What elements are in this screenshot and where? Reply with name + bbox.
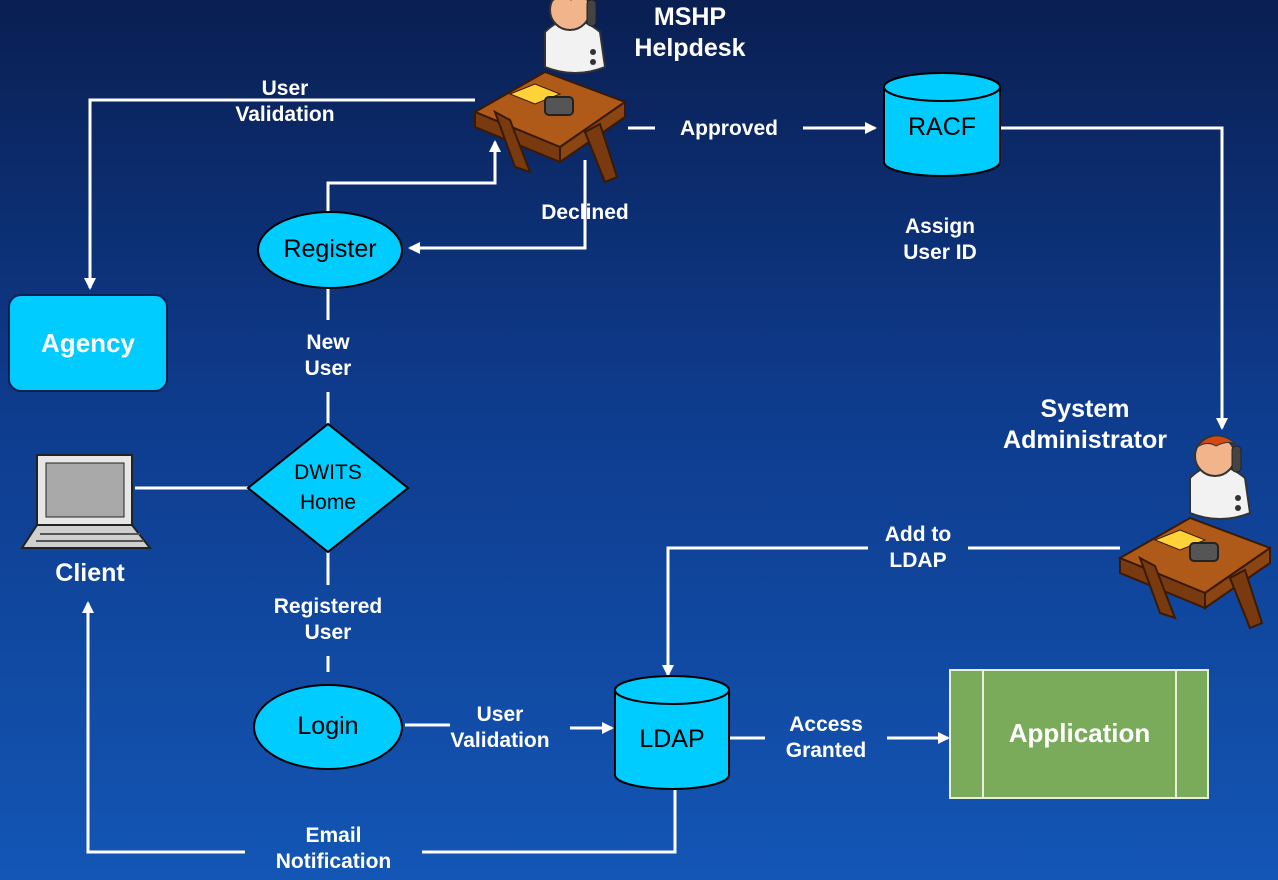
edge-label-new-user: New User: [278, 330, 378, 382]
edge-declined: [408, 160, 587, 254]
dwits-label: DWITS Home: [268, 458, 388, 518]
register-node: [257, 211, 403, 289]
client-label: Client: [55, 559, 125, 587]
edge-label-assign-user-id: Assign User ID: [880, 214, 1000, 266]
edge-label-access-2: Granted: [785, 739, 867, 762]
edge-label-user-validation-bottom-2: Validation: [450, 729, 550, 752]
edge-label-assign-1: Assign: [904, 215, 975, 238]
application-label: Application: [1008, 718, 1151, 748]
edge-label-add-to-ldap: Add to LDAP: [860, 522, 976, 574]
sysadmin-title: System Administrator: [975, 394, 1195, 456]
sysadmin-title-line1: System: [1040, 395, 1130, 423]
dwits-label-line1: DWITS: [294, 461, 362, 484]
edge-label-add-ldap-1: Add to: [884, 523, 952, 546]
connectors: [82, 98, 1228, 854]
edge-label-user-validation-bottom-1: User: [476, 703, 524, 726]
edge-label-user-validation-top: User Validation: [210, 76, 360, 128]
sysadmin-person-icon: [1119, 434, 1271, 629]
register-label: Register: [283, 235, 377, 263]
login-label: Login: [297, 712, 359, 740]
racf-label: RACF: [907, 113, 977, 141]
edge-label-email-2: Notification: [275, 850, 392, 873]
edge-label-access-granted: Access Granted: [765, 712, 887, 764]
edge-label-email-1: Email: [305, 824, 362, 847]
agency-node: [8, 294, 168, 392]
helpdesk-title: MSHP Helpdesk: [600, 2, 780, 64]
edge-helpdesk-agency: [84, 98, 475, 290]
edge-label-add-ldap-2: LDAP: [889, 549, 947, 572]
edge-sysadmin-ldap-b: [662, 546, 868, 677]
edge-label-assign-2: User ID: [903, 241, 977, 264]
ldap-database: [614, 675, 730, 790]
edge-label-declined: Declined: [541, 201, 629, 224]
sysadmin-title-line2: Administrator: [1003, 426, 1167, 454]
edge-racf-sysadmin: [1000, 126, 1228, 430]
edge-label-registered-2: User: [304, 621, 352, 644]
dwits-label-line2: Home: [299, 491, 357, 514]
edge-register-helpdesk: [326, 140, 501, 222]
agency-label: Agency: [41, 328, 135, 358]
racf-database: [883, 72, 1001, 177]
login-node: [253, 684, 403, 770]
edge-label-user-validation-bottom: User Validation: [430, 702, 570, 754]
laptop-icon: [20, 454, 153, 549]
edge-email-a: [422, 790, 677, 854]
edge-label-new-user-1: New: [306, 331, 350, 354]
dwits-home-node: [246, 422, 410, 554]
edge-email-b: [82, 601, 245, 854]
edge-label-new-user-2: User: [304, 357, 352, 380]
ldap-label: LDAP: [639, 725, 705, 753]
helpdesk-title-line1: MSHP: [653, 3, 727, 31]
edge-label-user-validation-top-1: User: [261, 77, 309, 100]
edge-label-registered-1: Registered: [273, 595, 383, 618]
edge-label-user-validation-top-2: Validation: [235, 103, 335, 126]
helpdesk-title-line2: Helpdesk: [634, 34, 746, 62]
edge-label-registered-user: Registered User: [248, 594, 408, 646]
application-node: [949, 669, 1209, 799]
edge-label-email-notification: Email Notification: [245, 823, 422, 875]
edge-label-approved: Approved: [679, 117, 778, 140]
edge-label-access-1: Access: [789, 713, 863, 736]
